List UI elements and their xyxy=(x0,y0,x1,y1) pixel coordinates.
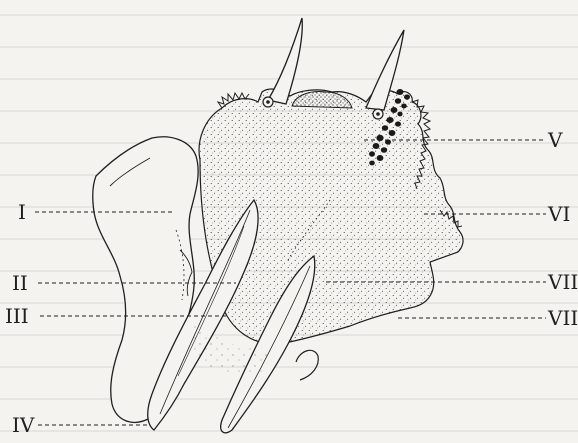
label-VI: VI xyxy=(547,202,570,226)
column-body xyxy=(199,89,463,344)
label-III: III xyxy=(5,304,29,328)
curled-tip xyxy=(296,350,318,380)
label-II: II xyxy=(12,271,28,295)
label-I: I xyxy=(18,200,26,224)
label-V: V xyxy=(547,128,563,152)
label-VIII: VIII xyxy=(547,306,578,330)
label-VII: VII xyxy=(547,270,578,294)
left-horn xyxy=(268,18,302,104)
label-IV: IV xyxy=(12,413,35,437)
